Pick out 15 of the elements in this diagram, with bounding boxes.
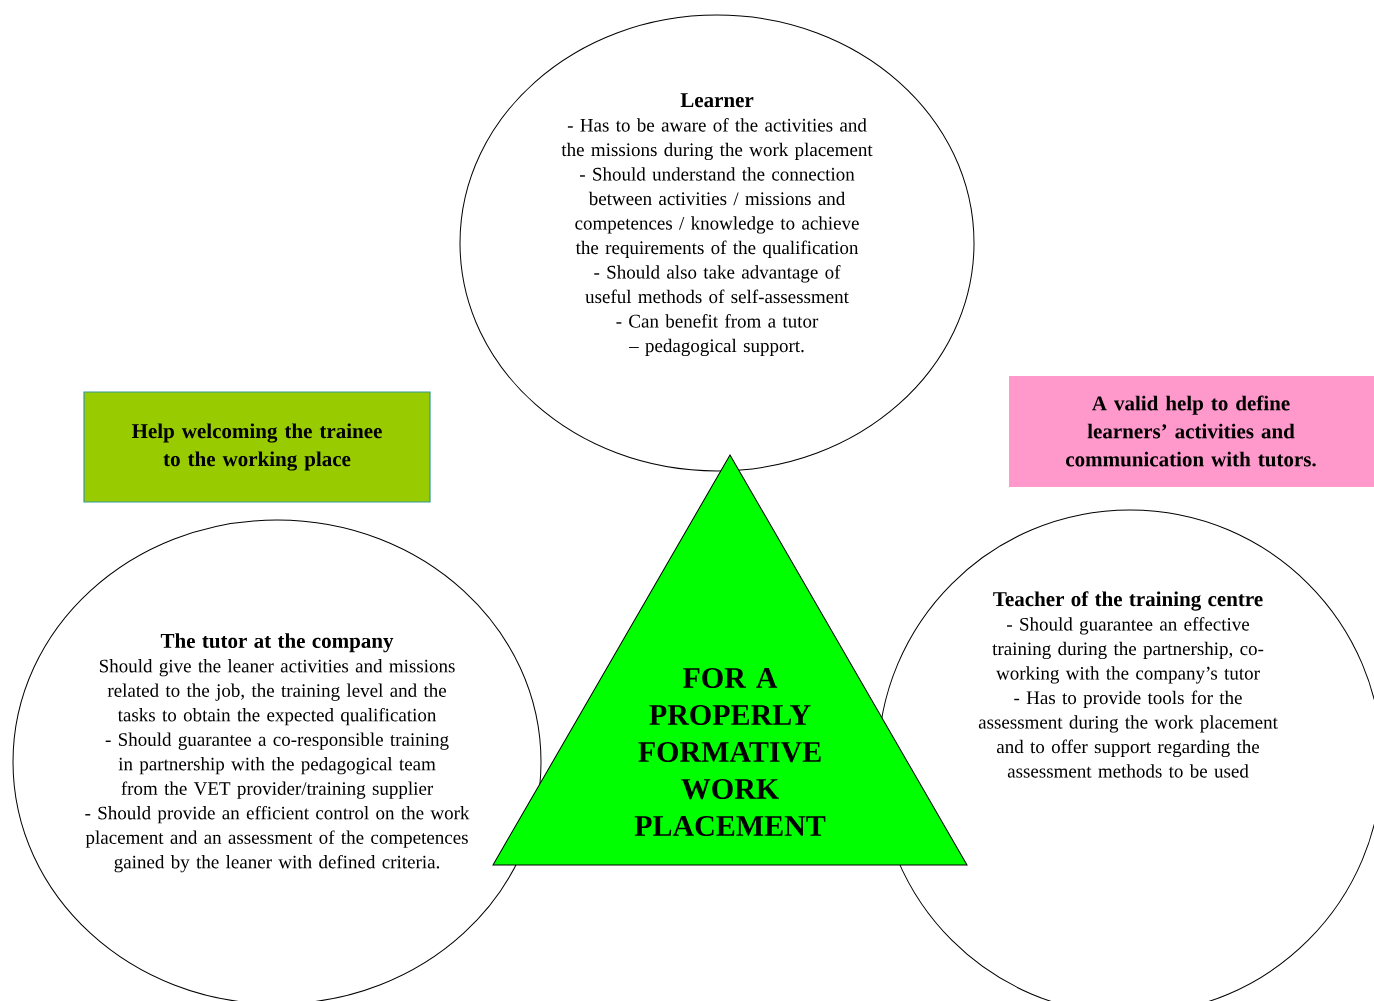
bullet-text: Should give the leaner activities and missions related to the job, the training level and the tasks to obtain the expected qualification (99, 659, 455, 726)
bullet-text: - Should guarantee a co-responsible training in partnership with the pedagogical team from the VET provider/training supplier (105, 732, 449, 799)
bullet-text: - Should also take advantage of useful methods of self-assessment (585, 265, 849, 304)
bullet-text: - Has to be aware of the activities and the missions during the work placement (561, 118, 873, 161)
bullet-text: - Should guarantee an effective training during the partnership, co-working with the company’s tutor (992, 617, 1264, 684)
triangle: FOR A PROPERLY FORMATIVE WORK PLACEMENT (492, 454, 968, 866)
bullet-text: - Should understand the connection between activities / missions and competences / knowledge to achieve the requirements of the qualification (575, 167, 859, 258)
bullet-text: - Can benefit from a tutor – pedagogical support. (616, 314, 819, 357)
heading: The tutor at the company (160, 633, 394, 653)
label-box: Help welcoming the trainee to the working place (83, 391, 431, 503)
heading: Teacher of the training centre (993, 591, 1263, 611)
bullet-text: - Should provide an efficient control on the work placement and an assessment of the competences gained by the leaner with defined criteria. (85, 805, 470, 873)
bullet-text: - Has to provide tools for the assessment during the work placement and to offer support regarding the assessment methods to be used (978, 690, 1278, 778)
label-box: A valid help to define learners’ activities and communication with tutors. (1009, 376, 1374, 487)
heading: Learner (680, 93, 754, 108)
